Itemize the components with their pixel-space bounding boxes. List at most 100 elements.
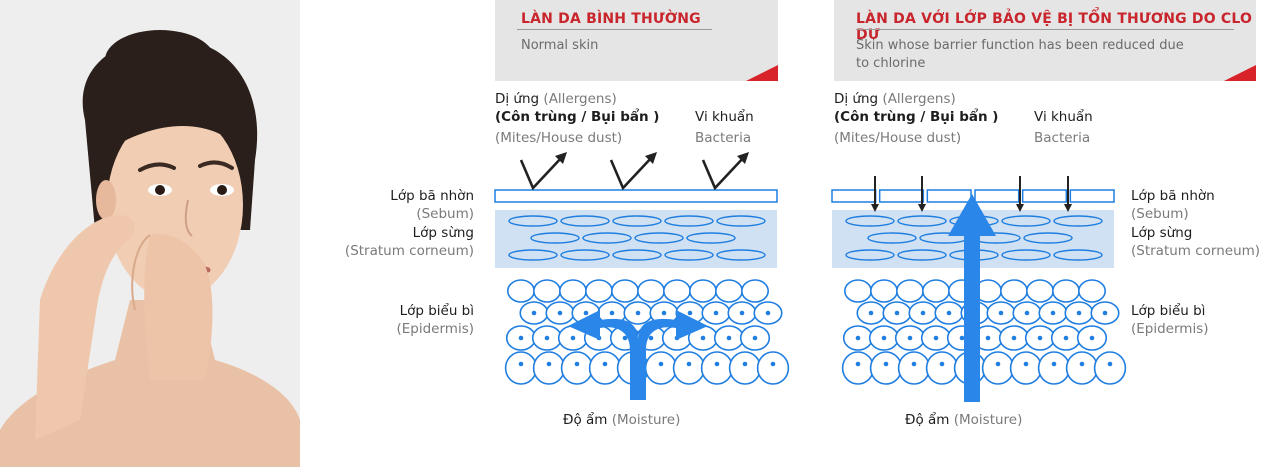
corneum-cell — [612, 249, 662, 261]
corneum-label: Lớp sừng — [1131, 225, 1193, 241]
cell-nucleus — [658, 361, 664, 367]
damaged-skin-diagram — [831, 176, 1127, 402]
epidermis-cell — [897, 351, 931, 385]
epidermis-cell — [925, 351, 959, 385]
sebum-segment — [974, 189, 1020, 203]
corneum-cell — [897, 215, 947, 227]
epidermis-cell — [1093, 351, 1127, 385]
cell-nucleus — [544, 335, 550, 341]
cell-nucleus — [855, 335, 861, 341]
epidermis-cell — [1026, 279, 1055, 303]
allergen-label: Dị ứng (Allergens) — [834, 90, 956, 109]
cell-nucleus — [574, 361, 580, 367]
cell-nucleus — [546, 361, 552, 367]
cell-nucleus — [1076, 310, 1082, 316]
cell-nucleus — [1089, 335, 1095, 341]
cell-nucleus — [894, 310, 900, 316]
sebum-segment — [878, 189, 925, 203]
epidermis-cell — [841, 351, 875, 385]
penetrate-arrowhead — [1016, 204, 1024, 212]
cell-nucleus — [1023, 361, 1029, 367]
damaged-subtitle-line2: to chlorine — [856, 56, 926, 71]
allergen-en: (Allergens) — [543, 91, 617, 107]
moisture-fork-arrow — [568, 310, 708, 400]
cell-nucleus — [1024, 310, 1030, 316]
cell-nucleus — [855, 361, 861, 367]
cell-nucleus — [1079, 361, 1085, 367]
epidermis-label-en: (Epidermis) — [396, 321, 474, 337]
epidermis-cell — [1052, 279, 1081, 303]
cell-nucleus — [985, 335, 991, 341]
cell-nucleus — [752, 335, 758, 341]
epidermis-cell — [999, 279, 1028, 303]
header-divider — [856, 29, 1234, 30]
cell-nucleus — [531, 310, 537, 316]
moisture-label: Độ ẩm (Moisture) — [905, 411, 1022, 430]
sebum-segment — [1021, 189, 1068, 203]
corneum-label-en: (Stratum corneum) — [1131, 243, 1261, 259]
damaged-skin-header: LÀN DA VỚI LỚP BẢO VỆ BỊ TỔN THƯƠNG DO C… — [834, 0, 1256, 81]
red-corner-accent — [1224, 65, 1256, 81]
header-divider — [517, 29, 712, 30]
cell-nucleus — [742, 361, 748, 367]
moisture-en: (Moisture) — [611, 412, 681, 428]
allergen-vi: Dị ứng — [495, 91, 540, 107]
epidermis-cell — [728, 351, 762, 385]
red-corner-accent — [746, 65, 778, 81]
moisture-vi: Độ ẩm — [563, 412, 608, 428]
cell-nucleus — [998, 310, 1004, 316]
normal-skin-header: LÀN DA BÌNH THƯỜNG Normal skin — [495, 0, 778, 81]
corneum-cell — [867, 232, 917, 244]
moisture-vi: Độ ẩm — [905, 412, 950, 428]
cell-nucleus — [907, 335, 913, 341]
epidermis-label: Lớp biểu bì — [1131, 303, 1206, 319]
cell-nucleus — [583, 310, 589, 316]
corneum-cell — [582, 232, 632, 244]
penetrate-arrowhead — [871, 204, 879, 212]
bacteria-label-en: Bacteria — [695, 130, 752, 146]
cell-nucleus — [518, 361, 524, 367]
epidermis-cell — [662, 279, 691, 303]
bacteria-label: Vi khuẩn — [1034, 109, 1093, 125]
cell-nucleus — [770, 361, 776, 367]
epidermis-cell — [740, 279, 769, 303]
cell-nucleus — [939, 361, 945, 367]
cell-nucleus — [648, 335, 654, 341]
cell-nucleus — [686, 361, 692, 367]
allergen-examples-en: (Mites/House dust) — [495, 130, 623, 146]
epidermis-cell — [506, 279, 535, 303]
cell-nucleus — [726, 335, 732, 341]
damaged-skin-subtitle: Skin whose barrier function has been red… — [856, 37, 1184, 73]
cell-nucleus — [959, 335, 965, 341]
corneum-cell — [1053, 215, 1103, 227]
deflect-arrowhead — [645, 152, 657, 164]
epidermis-cell — [588, 351, 622, 385]
epidermis-cell — [636, 279, 665, 303]
cell-nucleus — [1102, 310, 1108, 316]
epidermis-cell — [560, 351, 594, 385]
corneum-cell — [1023, 232, 1073, 244]
cell-nucleus — [881, 335, 887, 341]
allergen-label: Dị ứng (Allergens) — [495, 90, 617, 109]
cell-nucleus — [622, 335, 628, 341]
cell-nucleus — [911, 361, 917, 367]
allergen-examples-en: (Mites/House dust) — [834, 130, 962, 146]
cell-nucleus — [933, 335, 939, 341]
corneum-label-en: (Stratum corneum) — [344, 243, 474, 259]
penetrate-arrowhead — [1064, 204, 1072, 212]
epidermis-cell — [1078, 279, 1107, 303]
epidermis-label: Lớp biểu bì — [399, 303, 474, 319]
epidermis-label-en: (Epidermis) — [1131, 321, 1209, 337]
epidermis-cell — [532, 351, 566, 385]
corneum-cell — [664, 249, 714, 261]
deflect-arrow — [519, 155, 564, 191]
corneum-cell — [508, 249, 558, 261]
corneum-cell — [612, 215, 662, 227]
penetrate-arrowhead — [918, 204, 926, 212]
sebum-segment — [1069, 189, 1115, 203]
sebum-layer — [494, 189, 778, 203]
corneum-cell — [1001, 249, 1051, 261]
deflect-arrow — [701, 155, 746, 191]
epidermis-cell — [584, 279, 613, 303]
